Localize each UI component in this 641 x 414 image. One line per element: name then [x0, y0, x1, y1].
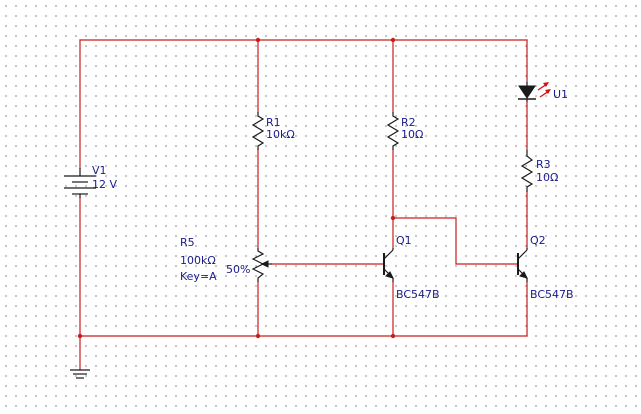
junction-dot — [77, 333, 83, 339]
resistor-icon[interactable] — [386, 112, 400, 150]
r3-ref-label: R3 — [536, 158, 551, 171]
wires — [79, 39, 528, 371]
ground-icon[interactable] — [70, 369, 90, 379]
r3-value-label: 10Ω — [536, 171, 558, 184]
v1-ref-label: V1 — [92, 164, 107, 177]
junction-dot — [255, 37, 261, 43]
r5-key-label: Key=A — [180, 270, 217, 283]
r5-setting-label: 50% — [226, 263, 250, 276]
q1-collector-to-q2-base-wire[interactable] — [392, 217, 519, 265]
led-icon[interactable] — [518, 82, 551, 102]
resistor-icon[interactable] — [520, 150, 534, 192]
r5-ref-label: R5 — [180, 236, 195, 249]
junction-dot — [390, 333, 396, 339]
r1-ref-label: R1 — [266, 116, 281, 129]
r2-value-label: 10Ω — [401, 128, 423, 141]
q2-model-label: BC547B — [530, 288, 574, 301]
junction-dot — [255, 333, 261, 339]
potentiometer-icon[interactable] — [251, 248, 272, 282]
npn-transistor-icon[interactable] — [383, 248, 394, 282]
r2-ref-label: R2 — [401, 116, 416, 129]
resistor-icon[interactable] — [251, 112, 265, 150]
r1-value-label: 10kΩ — [266, 128, 295, 141]
q1-ref-label: Q1 — [396, 234, 412, 247]
q1-model-label: BC547B — [396, 288, 440, 301]
junction-dot — [390, 37, 396, 43]
q2-ref-label: Q2 — [530, 234, 546, 247]
u1-ref-label: U1 — [553, 88, 568, 101]
junction-dot — [390, 215, 396, 221]
npn-transistor-icon[interactable] — [517, 248, 528, 282]
r5-value-label: 100kΩ — [180, 254, 216, 267]
junctions — [77, 37, 396, 339]
v1-value-label: 12 V — [92, 178, 117, 191]
battery-icon[interactable] — [64, 168, 96, 198]
